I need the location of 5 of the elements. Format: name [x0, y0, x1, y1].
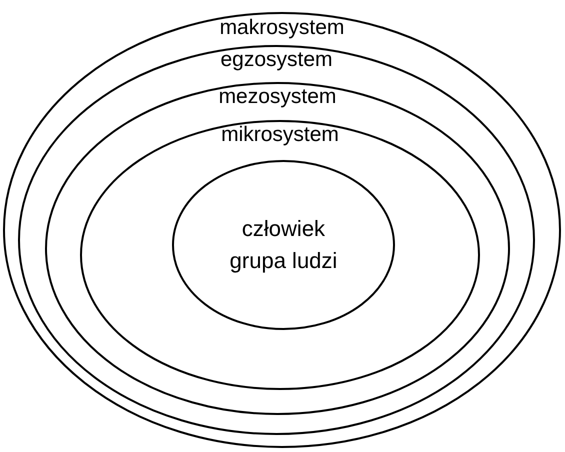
level-label: mezosystem	[218, 85, 336, 109]
level-label: egzosystem	[220, 48, 333, 72]
center-label: człowiek grupa ludzi	[228, 215, 338, 275]
level-label: makrosystem	[220, 16, 344, 40]
level-label: mikrosystem	[221, 123, 339, 147]
